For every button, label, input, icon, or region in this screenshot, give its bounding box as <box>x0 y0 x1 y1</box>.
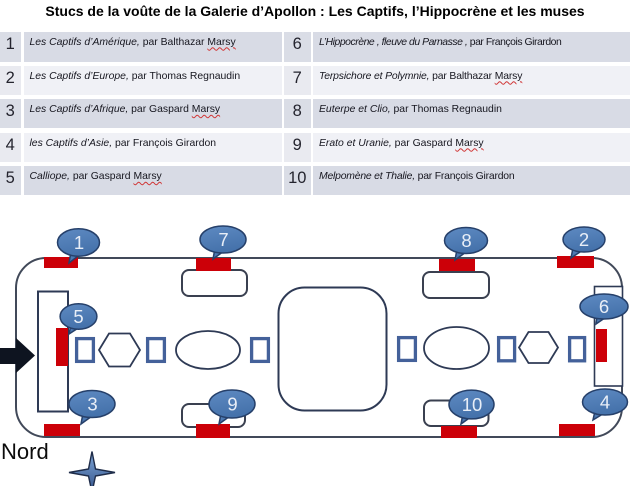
svg-text:10: 10 <box>462 394 483 415</box>
svg-text:6: 6 <box>599 296 609 317</box>
svg-text:5: 5 <box>73 306 83 327</box>
svg-text:3: 3 <box>87 394 97 415</box>
svg-text:1: 1 <box>74 232 84 253</box>
svg-text:7: 7 <box>218 229 228 250</box>
svg-text:8: 8 <box>461 230 471 251</box>
svg-text:9: 9 <box>227 394 237 415</box>
svg-text:4: 4 <box>600 392 610 413</box>
svg-text:2: 2 <box>579 229 589 250</box>
